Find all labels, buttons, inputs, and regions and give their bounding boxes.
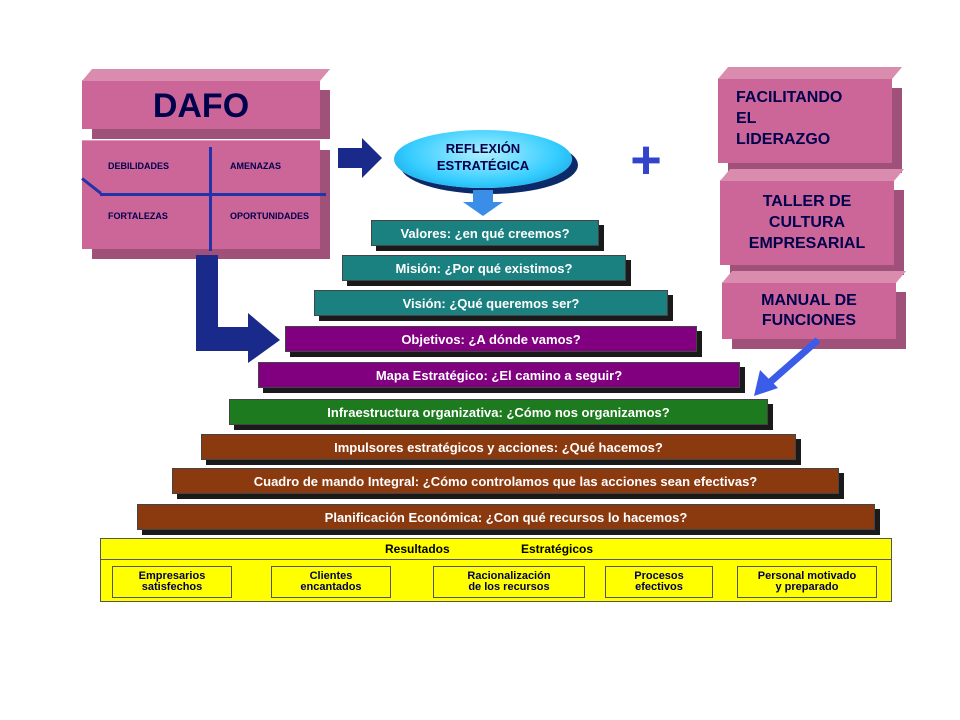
quadrant-amenazas: AMENAZAS [230, 161, 281, 171]
dafo-title-box-top [82, 69, 331, 81]
quadrant-oportunidades: OPORTUNIDADES [230, 211, 310, 221]
box-manual-funciones: MANUAL DE FUNCIONES [722, 271, 907, 339]
diagonal-arrow-icon [754, 337, 821, 396]
reflexion-ellipse: REFLEXIÓN ESTRATÉGICA [394, 130, 572, 188]
results-title-right: Estratégicos [521, 542, 594, 556]
pyramid-valores: Valores: ¿en qué creemos? [371, 220, 599, 246]
dafo-left-edge-line [81, 177, 102, 195]
down-arrow-icon [463, 190, 503, 216]
pyramid-impulsores: Impulsores estratégicos y acciones: ¿Qué… [201, 434, 796, 460]
right-arrow-icon [338, 138, 382, 178]
pyramid-mapa-estrategico: Mapa Estratégico: ¿El camino a seguir? [258, 362, 740, 388]
result-racionalizacion: Racionalización de los recursos [433, 566, 585, 598]
box-taller-top [720, 169, 905, 181]
box-manual-top [722, 271, 907, 283]
quadrant-fortalezas: FORTALEZAS [108, 211, 168, 221]
taller-text: TALLER DE CULTURA EMPRESARIAL [748, 193, 866, 252]
dafo-horizontal-divider [100, 193, 326, 196]
box-taller-cultura: TALLER DE CULTURA EMPRESARIAL [720, 169, 905, 265]
results-title-left: Resultados [385, 542, 450, 556]
dafo-grid-box: DEBILIDADES AMENAZAS FORTALEZAS OPORTUNI… [81, 140, 326, 251]
pyramid-cuadro-mando: Cuadro de mando Integral: ¿Cómo controla… [172, 468, 839, 494]
result-empresarios: Empresarios satisfechos [112, 566, 232, 598]
box-facilitando-top [718, 67, 903, 79]
dafo-vertical-divider [209, 147, 212, 251]
result-personal: Personal motivado y preparado [737, 566, 877, 598]
pyramid-planificacion: Planificación Económica: ¿Con qué recurs… [137, 504, 875, 530]
box-facilitando-liderazgo: FACILITANDO EL LIDERAZGO [718, 67, 903, 163]
result-clientes: Clientes encantados [271, 566, 391, 598]
result-procesos: Procesos efectivos [605, 566, 713, 598]
manual-text: MANUAL DE FUNCIONES [761, 292, 857, 329]
quadrant-debilidades: DEBILIDADES [108, 161, 170, 171]
pyramid-objetivos: Objetivos: ¿A dónde vamos? [285, 326, 697, 352]
pyramid-infraestructura: Infraestructura organizativa: ¿Cómo nos … [229, 399, 768, 425]
results-divider [101, 559, 891, 560]
pyramid-vision: Visión: ¿Qué queremos ser? [314, 290, 668, 316]
dafo-title-box: DAFO [82, 69, 331, 129]
reflexion-text: REFLEXIÓN ESTRATÉGICA [436, 141, 530, 173]
plus-icon: + [630, 130, 662, 190]
facilitando-text: FACILITANDO EL LIDERAZGO [736, 89, 843, 148]
results-panel: Resultados Estratégicos Empresarios sati… [100, 538, 892, 602]
dafo-title: DAFO [152, 87, 250, 125]
bend-arrow-icon [196, 255, 280, 363]
pyramid-mision: Misión: ¿Por qué existimos? [342, 255, 626, 281]
